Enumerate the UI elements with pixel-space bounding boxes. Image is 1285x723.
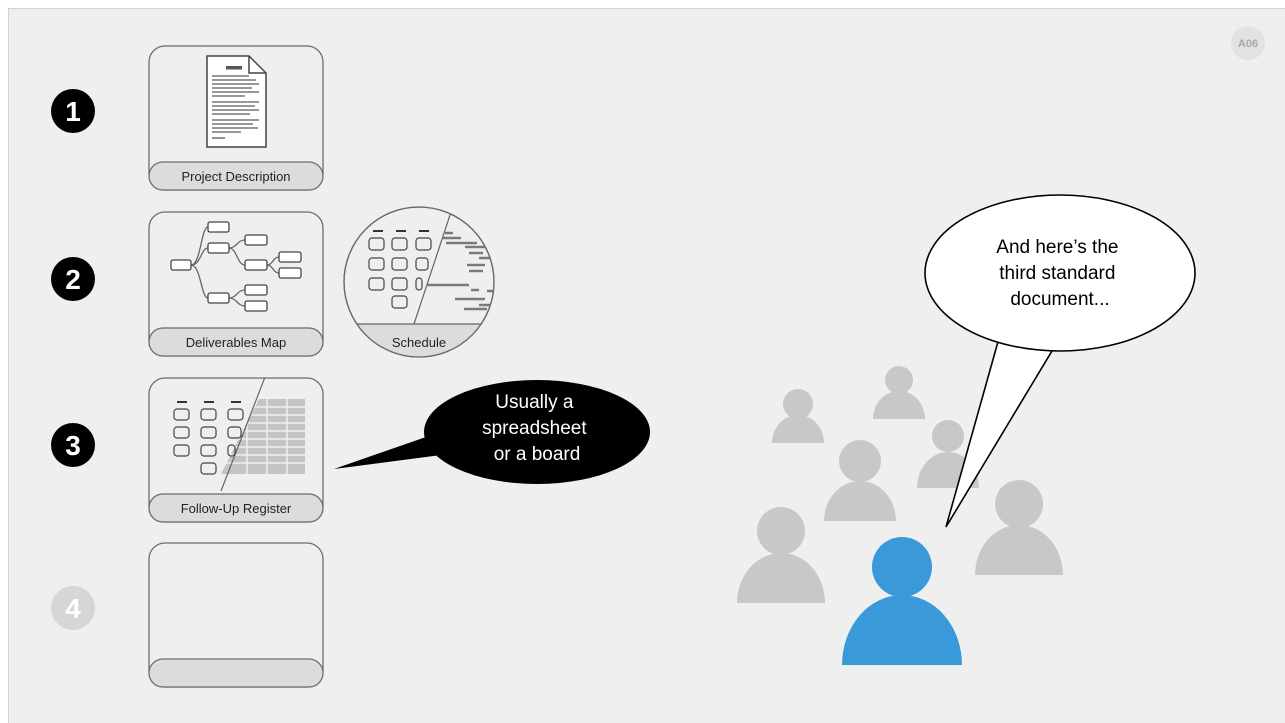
card-schedule-label: Schedule [392, 335, 446, 350]
person-icon [975, 480, 1063, 575]
slide-canvas: A06 1 Project Description [51, 26, 1265, 688]
card-schedule[interactable]: Schedule [339, 206, 519, 364]
schedule-gantt-icon [427, 231, 494, 317]
callout-register-text: Usually a spreadsheet or a board [482, 392, 592, 465]
tree-map-icon [170, 221, 302, 312]
person-icon [824, 440, 896, 521]
card-project-description[interactable]: Project Description [148, 45, 324, 191]
schedule-kanban-icon [368, 230, 432, 309]
step-3-number: 3 [65, 430, 81, 461]
person-icon [737, 507, 825, 603]
card-project-description-label: Project Description [181, 169, 290, 184]
card-follow-up-register-label: Follow-Up Register [181, 501, 292, 516]
slide-id-badge: A06 [1231, 26, 1265, 60]
step-1-number: 1 [65, 96, 81, 127]
speaker-person-icon [842, 537, 962, 665]
card-follow-up-register[interactable]: Follow-Up Register [148, 377, 324, 523]
person-icon [772, 389, 824, 443]
step-1-badge: 1 [51, 89, 95, 133]
card-deliverables-map[interactable]: Deliverables Map [148, 211, 324, 357]
callout-speaker-text: And here’s the third standard document..… [996, 237, 1123, 310]
step-3-badge: 3 [51, 423, 95, 467]
step-2-number: 2 [65, 264, 81, 295]
kanban-spreadsheet-icon [173, 378, 305, 492]
step-4-number: 4 [65, 593, 81, 624]
callout-speaker: And here’s the third standard document..… [924, 194, 1196, 528]
audience-group [737, 366, 1063, 603]
slide: A06 1 Project Description [8, 8, 1285, 723]
callout-register: Usually a spreadsheet or a board [334, 380, 650, 484]
step-4-badge: 4 [51, 586, 95, 630]
slide-id-text: A06 [1238, 38, 1258, 50]
person-icon [873, 366, 925, 419]
card-deliverables-map-label: Deliverables Map [186, 335, 286, 350]
step-2-badge: 2 [51, 257, 95, 301]
document-icon [206, 55, 267, 148]
card-upcoming-placeholder [148, 542, 324, 688]
